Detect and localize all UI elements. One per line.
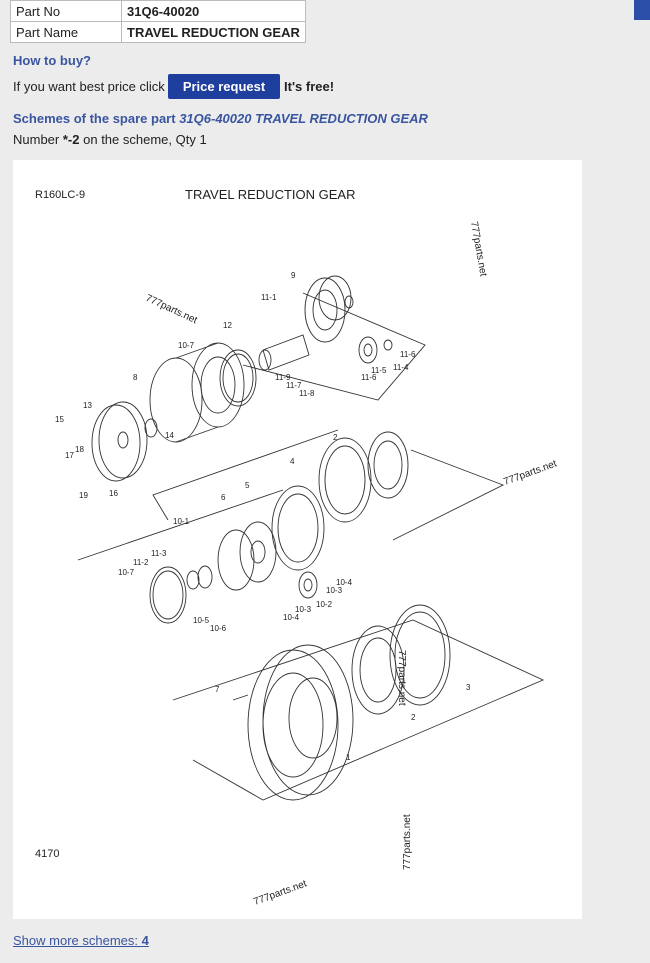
svg-text:11-4: 11-4 xyxy=(393,363,409,372)
svg-text:11-8: 11-8 xyxy=(299,389,315,398)
svg-text:10-7: 10-7 xyxy=(178,341,195,350)
svg-text:1: 1 xyxy=(346,753,351,762)
spec-key: Part No xyxy=(10,0,122,22)
svg-text:11-5: 11-5 xyxy=(371,366,387,375)
scheme-title: Schemes of the spare part 31Q6-40020 TRA… xyxy=(13,111,428,126)
svg-text:2: 2 xyxy=(411,713,416,722)
table-row: Part No 31Q6-40020 xyxy=(10,0,306,22)
svg-text:8: 8 xyxy=(133,373,138,382)
diagram-model: R160LC-9 xyxy=(35,189,85,201)
more-label: Show more schemes: xyxy=(13,933,138,948)
buy-prompt: If you want best price click xyxy=(13,79,165,94)
svg-text:4: 4 xyxy=(290,457,295,466)
svg-text:10-3: 10-3 xyxy=(326,586,343,595)
more-count: 4 xyxy=(141,933,149,948)
svg-text:10-2: 10-2 xyxy=(316,600,333,609)
svg-text:10-7: 10-7 xyxy=(118,568,135,577)
number-value: *-2 xyxy=(62,132,80,147)
part-specs-table: Part No 31Q6-40020 Part Name TRAVEL REDU… xyxy=(10,0,306,43)
watermark: 777parts.net xyxy=(252,878,308,907)
svg-text:10-5: 10-5 xyxy=(193,616,210,625)
svg-text:10-4: 10-4 xyxy=(336,578,353,587)
svg-text:18: 18 xyxy=(75,445,84,454)
svg-text:5: 5 xyxy=(245,481,250,490)
svg-text:11-3: 11-3 xyxy=(151,549,167,558)
svg-text:10-6: 10-6 xyxy=(210,624,227,633)
price-request-button[interactable]: Price request xyxy=(168,74,280,99)
svg-text:10-3: 10-3 xyxy=(295,605,312,614)
number-prefix: Number xyxy=(13,132,60,147)
svg-text:11-6: 11-6 xyxy=(361,373,377,382)
svg-text:10-1: 10-1 xyxy=(173,517,190,526)
spec-key: Part Name xyxy=(10,21,122,43)
svg-text:9: 9 xyxy=(291,271,296,280)
svg-text:10-4: 10-4 xyxy=(283,613,300,622)
diagram-code: 4170 xyxy=(35,848,59,860)
show-more-schemes-link[interactable]: Show more schemes: 4 xyxy=(13,933,149,948)
free-note: It's free! xyxy=(284,79,335,94)
scheme-number-line: Number *-2 on the scheme, Qty 1 xyxy=(13,132,207,147)
svg-text:16: 16 xyxy=(109,489,118,498)
scheme-title-part: 31Q6-40020 TRAVEL REDUCTION GEAR xyxy=(179,111,428,126)
svg-text:11-7: 11-7 xyxy=(286,381,302,390)
svg-text:14: 14 xyxy=(165,431,174,440)
svg-text:13: 13 xyxy=(83,401,92,410)
svg-text:15: 15 xyxy=(55,415,64,424)
how-to-buy-heading: How to buy? xyxy=(13,53,91,68)
watermark: 777parts.net xyxy=(402,814,413,870)
watermark: 777parts.net xyxy=(144,293,199,327)
table-row: Part Name TRAVEL REDUCTION GEAR xyxy=(10,21,306,43)
svg-text:11-6: 11-6 xyxy=(400,350,416,359)
scheme-title-prefix: Schemes of the spare part xyxy=(13,111,176,126)
svg-text:11-1: 11-1 xyxy=(261,293,277,302)
diagram-title: TRAVEL REDUCTION GEAR xyxy=(185,187,355,202)
svg-text:12: 12 xyxy=(223,321,232,330)
spec-value: TRAVEL REDUCTION GEAR xyxy=(121,21,306,43)
svg-text:6: 6 xyxy=(221,493,226,502)
svg-text:19: 19 xyxy=(79,491,88,500)
watermark: 777parts.net xyxy=(396,650,407,706)
svg-text:3: 3 xyxy=(466,683,471,692)
watermark: 777parts.net xyxy=(502,458,558,487)
svg-text:2: 2 xyxy=(333,433,338,442)
corner-tab[interactable] xyxy=(634,0,650,20)
svg-text:7: 7 xyxy=(215,685,220,694)
spec-value: 31Q6-40020 xyxy=(121,0,306,22)
watermark: 777parts.net xyxy=(468,221,489,278)
number-suffix: on the scheme, Qty 1 xyxy=(83,132,207,147)
svg-text:17: 17 xyxy=(65,451,74,460)
svg-text:11-9: 11-9 xyxy=(275,373,291,382)
svg-text:11-2: 11-2 xyxy=(133,558,149,567)
